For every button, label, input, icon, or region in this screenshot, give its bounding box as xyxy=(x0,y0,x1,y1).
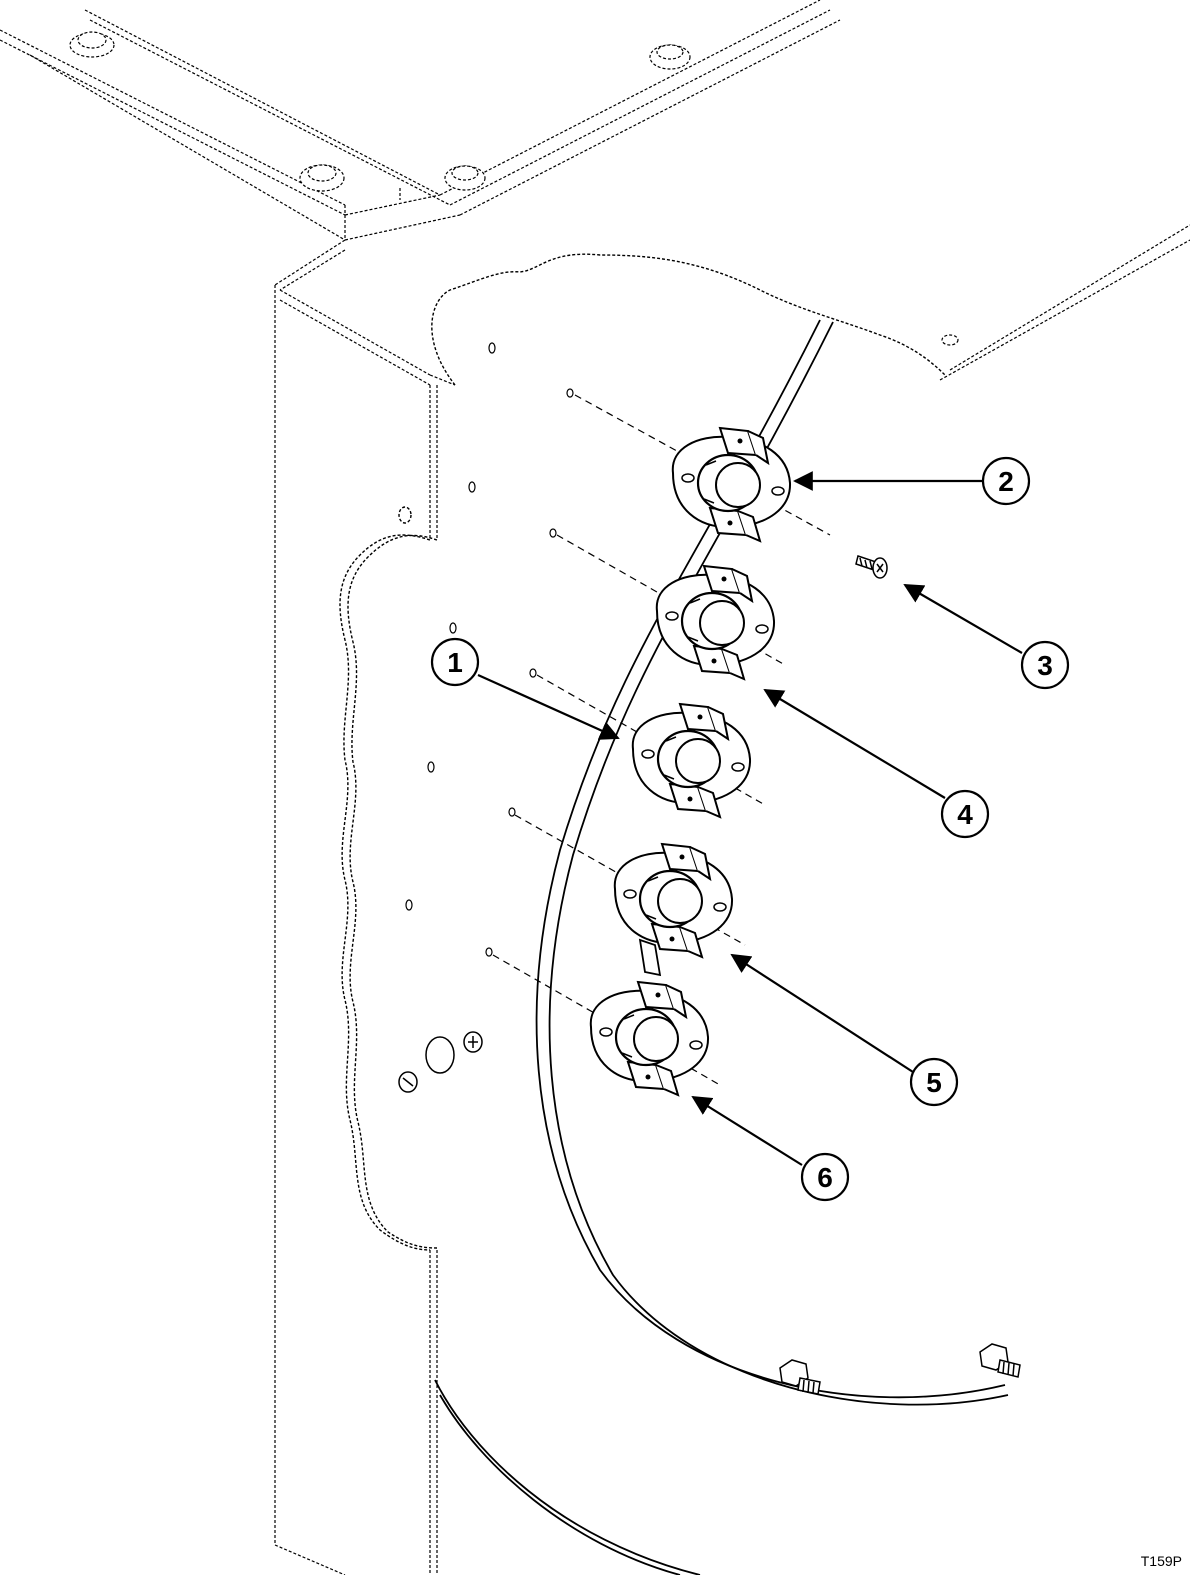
mounting-holes xyxy=(405,342,574,957)
svg-text:5: 5 xyxy=(926,1067,942,1098)
panel-fasteners xyxy=(398,1031,483,1093)
leader-3 xyxy=(903,584,1023,654)
thermostat-part-6 xyxy=(589,980,710,1097)
svg-text:2: 2 xyxy=(998,466,1014,497)
cutaway-outline xyxy=(339,253,946,1251)
callout-5: 5 xyxy=(909,1057,959,1107)
screw-part-3 xyxy=(855,555,888,579)
thermostat-part-2 xyxy=(671,426,792,543)
leader-4 xyxy=(763,688,946,799)
leader-5 xyxy=(730,953,914,1073)
callout-6: 6 xyxy=(800,1152,850,1202)
thermostat-5-terminal-tab xyxy=(638,938,662,977)
frame-bolts xyxy=(69,31,959,346)
thermostat-part-5 xyxy=(613,842,734,959)
left-side-panel xyxy=(274,285,456,1575)
leader-6 xyxy=(691,1095,803,1166)
leader-arrows xyxy=(477,471,1023,1166)
hex-bolts xyxy=(779,1343,1021,1395)
svg-text:4: 4 xyxy=(957,799,973,830)
callout-2: 2 xyxy=(981,456,1031,506)
callout-4: 4 xyxy=(940,789,990,839)
svg-text:6: 6 xyxy=(817,1162,833,1193)
leader-1 xyxy=(477,673,620,740)
top-frame-rail xyxy=(0,0,1190,381)
thermostat-part-4 xyxy=(655,564,776,681)
thermostat-part-1 xyxy=(631,702,752,819)
svg-text:1: 1 xyxy=(447,647,463,678)
callout-3: 3 xyxy=(1020,640,1070,690)
callout-1: 1 xyxy=(430,637,480,687)
svg-text:3: 3 xyxy=(1037,650,1053,681)
figure-id: T159P xyxy=(1140,1553,1182,1569)
